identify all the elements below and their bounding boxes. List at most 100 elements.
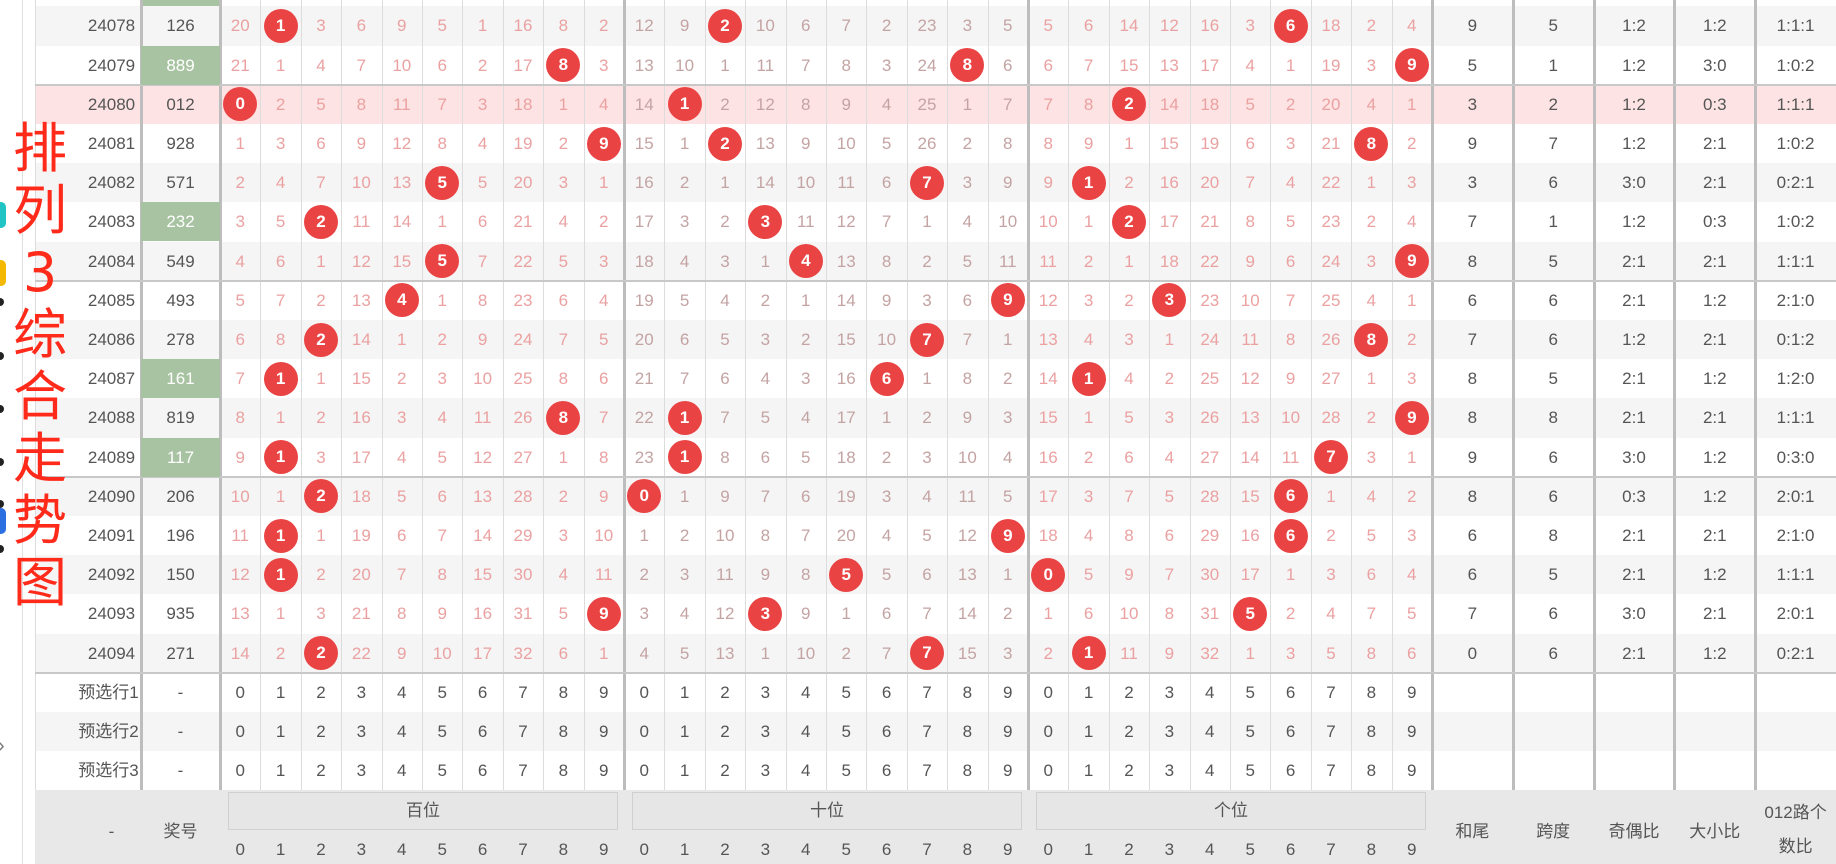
preselect-digit[interactable]: 9 [599, 682, 609, 702]
preselect-digit[interactable]: 6 [1285, 722, 1296, 741]
app-icon[interactable] [0, 260, 6, 286]
preselect-digit[interactable]: 0 [235, 722, 245, 741]
preselect-digit[interactable]: 9 [1407, 761, 1417, 781]
preselect-digit[interactable]: 6 [1285, 761, 1296, 781]
preselect-digit[interactable]: 3 [356, 722, 367, 741]
preselect-digit[interactable]: 8 [558, 682, 569, 702]
preselect-digit[interactable]: 6 [477, 722, 488, 741]
preselect-digit[interactable]: 8 [962, 722, 973, 741]
preselect-digit[interactable]: 7 [518, 761, 528, 781]
preselect-digit[interactable]: 7 [1326, 761, 1336, 781]
preselect-digit[interactable]: 8 [962, 761, 973, 781]
preselect-digit[interactable]: 0 [639, 761, 649, 781]
preselect-digit[interactable]: 7 [922, 761, 932, 781]
preselect-digit[interactable]: 9 [1407, 682, 1417, 702]
miss-count: 11 [756, 55, 775, 75]
preselect-digit[interactable]: 9 [1003, 761, 1013, 781]
preselect-digit[interactable]: 6 [1285, 682, 1296, 702]
header-zone-1[interactable]: 十位 [632, 792, 1022, 830]
preselect-digit[interactable]: 0 [639, 722, 649, 741]
preselect-digit[interactable]: 1 [275, 761, 286, 781]
preselect-digit[interactable]: 5 [437, 722, 447, 741]
preselect-digit[interactable]: 4 [801, 722, 811, 741]
preselect-digit[interactable]: 7 [518, 722, 528, 741]
app-icon[interactable] [0, 202, 6, 228]
preselect-digit[interactable]: 7 [922, 682, 932, 702]
preselect-digit[interactable]: 5 [1245, 682, 1255, 702]
preselect-digit[interactable]: 9 [1003, 682, 1013, 702]
preselect-digit[interactable]: 2 [720, 761, 730, 781]
preselect-digit[interactable]: 1 [275, 682, 286, 702]
preselect-digit[interactable]: 4 [801, 761, 811, 781]
preselect-digit[interactable]: 0 [639, 682, 649, 702]
preselect-digit[interactable]: 3 [356, 682, 367, 702]
preselect-digit[interactable]: 3 [1164, 682, 1175, 702]
preselect-digit[interactable]: 2 [316, 682, 326, 702]
preselect-digit[interactable]: 5 [437, 761, 447, 781]
preselect-digit[interactable]: 1 [679, 682, 690, 702]
preselect-digit[interactable]: 6 [881, 761, 892, 781]
header-zone-0[interactable]: 百位 [228, 792, 618, 830]
preselect-digit[interactable]: 3 [760, 761, 771, 781]
preselect-digit[interactable]: 7 [922, 722, 932, 741]
preselect-digit[interactable]: 9 [1003, 722, 1013, 741]
preselect-digit[interactable]: 2 [1124, 761, 1134, 781]
preselect-digit[interactable]: 0 [235, 761, 245, 781]
preselect-digit[interactable]: 0 [1043, 761, 1053, 781]
preselect-digit[interactable]: 4 [397, 722, 407, 741]
preselect-digit[interactable]: 2 [720, 722, 730, 741]
preselect-digit[interactable]: 5 [841, 722, 851, 741]
preselect-digit[interactable]: 1 [679, 722, 690, 741]
preselect-digit[interactable]: 8 [962, 682, 973, 702]
preselect-digit[interactable]: 1 [679, 761, 690, 781]
preselect-digit[interactable]: 2 [720, 682, 730, 702]
preselect-digit[interactable]: 2 [1124, 722, 1134, 741]
preselect-digit[interactable]: 6 [881, 722, 892, 741]
preselect-digit[interactable]: 5 [841, 682, 851, 702]
preselect-digit[interactable]: 9 [599, 761, 609, 781]
preselect-digit[interactable]: 5 [841, 761, 851, 781]
preselect-digit[interactable]: 3 [1164, 761, 1175, 781]
preselect-digit[interactable]: 7 [1326, 682, 1336, 702]
preselect-digit[interactable]: 8 [558, 722, 569, 741]
preselect-digit[interactable]: 8 [558, 761, 569, 781]
preselect-digit[interactable]: 0 [1043, 722, 1053, 741]
preselect-digit[interactable]: 1 [1083, 722, 1094, 741]
preselect-digit[interactable]: 1 [275, 722, 286, 741]
miss-count: 4 [801, 408, 811, 428]
preselect-digit[interactable]: 8 [1366, 682, 1377, 702]
app-icon[interactable] [0, 508, 6, 534]
chevron-right-icon[interactable]: › [0, 736, 5, 756]
preselect-digit[interactable]: 0 [1043, 682, 1053, 702]
preselect-digit[interactable]: 0 [235, 682, 245, 702]
preselect-digit[interactable]: 3 [760, 682, 771, 702]
preselect-digit[interactable]: 3 [1164, 722, 1175, 741]
preselect-digit[interactable]: 1 [1083, 682, 1094, 702]
preselect-digit[interactable]: 5 [437, 682, 447, 702]
preselect-digit[interactable]: 8 [1366, 722, 1377, 741]
preselect-digit[interactable]: 7 [1326, 722, 1336, 741]
preselect-digit[interactable]: 9 [1407, 722, 1417, 741]
preselect-digit[interactable]: 4 [397, 682, 407, 702]
preselect-digit[interactable]: 4 [397, 761, 407, 781]
miss-count: 3 [1124, 330, 1134, 349]
preselect-digit[interactable]: 1 [1083, 761, 1094, 781]
preselect-digit[interactable]: 6 [477, 761, 488, 781]
preselect-digit[interactable]: 6 [881, 682, 892, 702]
preselect-digit[interactable]: 6 [477, 682, 488, 702]
preselect-digit[interactable]: 5 [1245, 722, 1255, 741]
preselect-digit[interactable]: 2 [316, 761, 326, 781]
preselect-digit[interactable]: 4 [801, 682, 811, 702]
preselect-digit[interactable]: 4 [1205, 722, 1215, 741]
preselect-digit[interactable]: 4 [1205, 682, 1215, 702]
preselect-digit[interactable]: 3 [356, 761, 367, 781]
header-zone-2[interactable]: 个位 [1036, 792, 1426, 830]
preselect-digit[interactable]: 5 [1245, 761, 1255, 781]
preselect-digit[interactable]: 2 [1124, 682, 1134, 702]
preselect-digit[interactable]: 3 [760, 722, 771, 741]
preselect-digit[interactable]: 4 [1205, 761, 1215, 781]
preselect-digit[interactable]: 7 [518, 682, 528, 702]
preselect-digit[interactable]: 2 [316, 722, 326, 741]
preselect-digit[interactable]: 8 [1366, 761, 1377, 781]
preselect-digit[interactable]: 9 [599, 722, 609, 741]
